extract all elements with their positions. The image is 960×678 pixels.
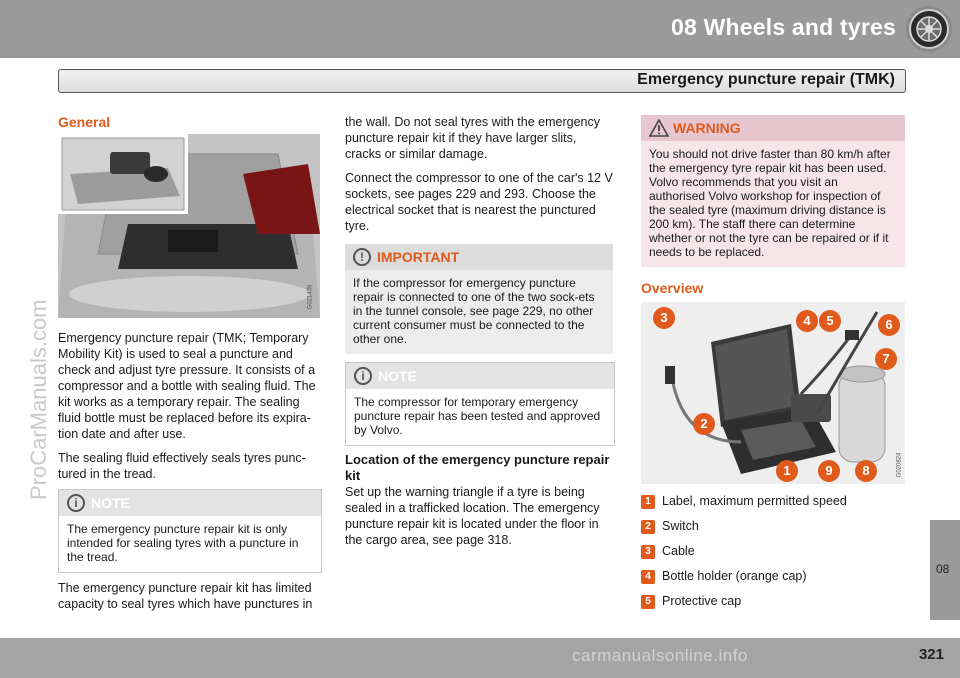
image-code: G021438 <box>307 284 314 310</box>
general-heading: General <box>58 114 111 130</box>
legend-number: 4 <box>641 570 655 584</box>
warning-label: WARNING <box>673 120 741 136</box>
legend-text: Cable <box>662 544 695 558</box>
warning-icon <box>649 119 669 137</box>
important-label: IMPORTANT <box>377 249 460 265</box>
note-label: NOTE <box>378 368 417 384</box>
column-1-text: Emergency puncture repair (TMK; Temporar… <box>58 330 320 490</box>
legend-number: 2 <box>641 520 655 534</box>
callout-marker: 2 <box>693 413 715 435</box>
chapter-title: 08 Wheels and tyres <box>671 14 896 40</box>
watermark-left: ProCarManuals.com <box>26 299 51 500</box>
callout-marker: 7 <box>875 348 897 370</box>
overview-heading-wrap: Overview <box>641 280 905 296</box>
callout-marker: 4 <box>796 310 818 332</box>
location-heading: Location of the emergency puncture repai… <box>345 452 610 483</box>
warning-text: You should not drive faster than 80 km/h… <box>649 147 891 259</box>
note-text: The emergency puncture repair kit is onl… <box>67 522 299 564</box>
page-footer <box>0 638 960 678</box>
legend-text: Label, maximum permitted speed <box>662 494 847 508</box>
chapter-tab: 08 <box>930 520 960 620</box>
paragraph: The sealing fluid effectively seals tyre… <box>58 451 306 481</box>
important-text: If the compressor for emergency puncture… <box>353 276 595 346</box>
important-box: ! IMPORTANT If the compressor for emerge… <box>345 244 613 354</box>
paragraph: The emergency puncture repair kit has li… <box>58 581 313 611</box>
paragraph: Emergency puncture repair (TMK; Temporar… <box>58 331 316 441</box>
info-icon: i <box>67 494 85 512</box>
chapter-tab-label: 08 <box>936 562 950 576</box>
page-header: 08 Wheels and tyres <box>0 0 960 58</box>
wheel-icon <box>906 6 952 52</box>
paragraph: Set up the warning triangle if a tyre is… <box>345 485 600 547</box>
callout-marker: 5 <box>819 310 841 332</box>
column-2-bottom: Location of the emergency puncture repai… <box>345 452 613 556</box>
info-icon: i <box>354 367 372 385</box>
image-code: G020824 <box>896 452 903 478</box>
legend-number: 5 <box>641 595 655 609</box>
callout-marker: 8 <box>855 460 877 482</box>
column-2: the wall. Do not seal tyres with the eme… <box>345 114 613 242</box>
watermark-bottom: carmanualsonline.info <box>572 646 748 665</box>
warning-box: WARNING You should not drive faster than… <box>641 115 905 267</box>
exclamation-icon: ! <box>353 248 371 266</box>
legend-number: 3 <box>641 545 655 559</box>
legend-number: 1 <box>641 495 655 509</box>
callout-marker: 1 <box>776 460 798 482</box>
section-title: Emergency puncture repair (TMK) <box>637 71 895 88</box>
paragraph: Connect the compressor to one of the car… <box>345 171 613 233</box>
callout-marker: 6 <box>878 314 900 336</box>
section-title-bar: Emergency puncture repair (TMK) <box>58 69 906 93</box>
note-box: i NOTE The compressor for temporary emer… <box>345 362 615 446</box>
cargo-area-illustration: G021438 <box>58 134 320 318</box>
legend-text: Protective cap <box>662 594 742 608</box>
overview-heading: Overview <box>641 280 704 296</box>
callout-marker: 9 <box>818 460 840 482</box>
note-box: i NOTE The emergency puncture repair kit… <box>58 489 322 573</box>
note-label: NOTE <box>91 495 130 511</box>
note-text: The compressor for temporary emergency p… <box>354 395 601 437</box>
legend-text: Bottle holder (orange cap) <box>662 569 807 583</box>
repair-kit-illustration: 3 4 5 6 7 2 1 9 8 G020824 <box>641 302 905 484</box>
callout-marker: 3 <box>653 307 675 329</box>
legend-text: Switch <box>662 519 699 533</box>
paragraph: the wall. Do not seal tyres with the eme… <box>345 115 600 161</box>
column-1-bottom: The emergency puncture repair kit has li… <box>58 580 320 620</box>
column-1: General <box>58 114 320 130</box>
page-number: 321 <box>918 646 944 663</box>
